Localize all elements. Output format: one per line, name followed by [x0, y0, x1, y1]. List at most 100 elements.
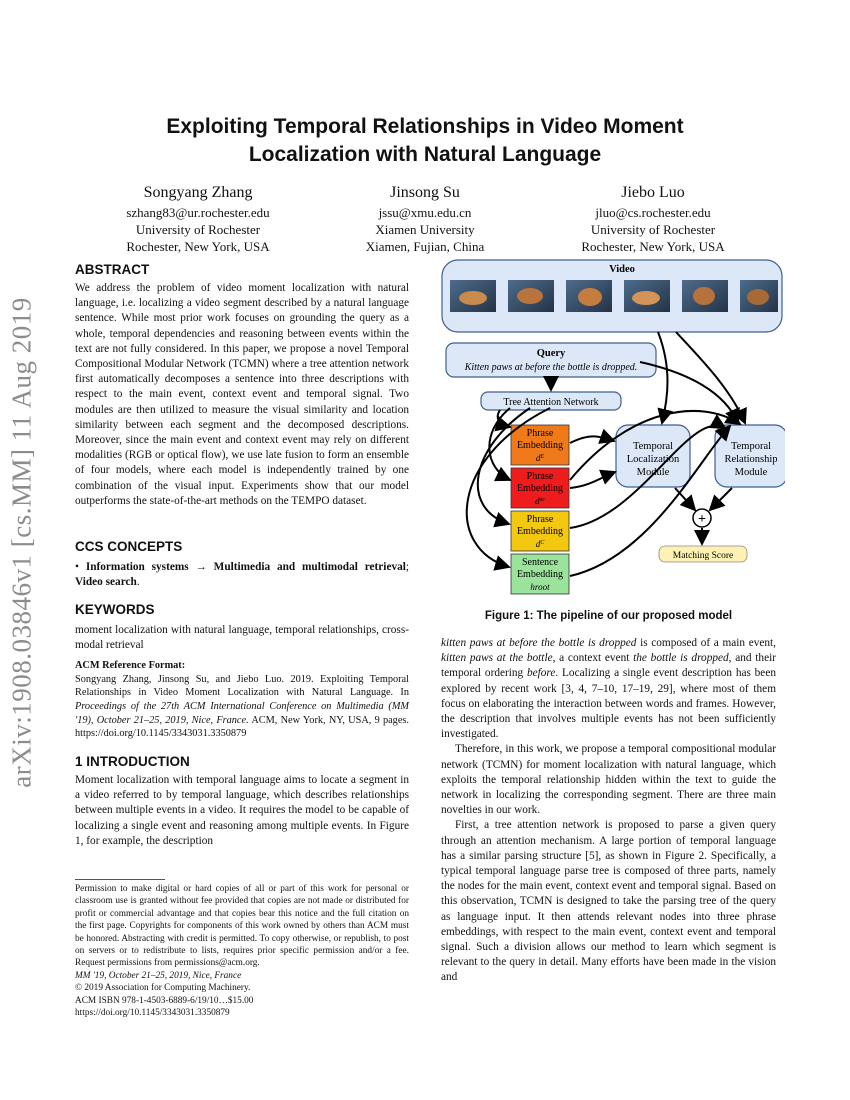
- title-line-1: Exploiting Temporal Relationships in Vid…: [166, 115, 684, 138]
- tlm-line-1: Temporal: [633, 441, 673, 452]
- author-location: Rochester, New York, USA: [581, 239, 725, 254]
- tlm-line-2: Localization: [627, 454, 680, 465]
- ccs-separator: ;: [405, 561, 410, 573]
- video-label: Video: [609, 264, 635, 275]
- ccs-item-2: Multimedia and multimodal retrieval: [213, 561, 406, 573]
- abstract-heading: ABSTRACT: [75, 262, 150, 277]
- acm-ref-text: Songyang Zhang, Jinsong Su, and Jiebo Lu…: [75, 673, 409, 742]
- author-block-3: Jiebo Luo jluo@cs.rochester.edu Universi…: [543, 182, 763, 255]
- author-location: Rochester, New York, USA: [126, 239, 270, 254]
- sentence-embedding: [510, 553, 570, 595]
- author-affiliation: University of Rochester: [590, 222, 716, 237]
- example-query: kitten paws at before the bottle is drop…: [441, 637, 637, 649]
- tlm-line-3: Module: [637, 467, 670, 478]
- embedding-label: Embedding: [517, 483, 563, 494]
- arrow-main-to-tlm: [569, 428, 616, 444]
- example-main-event: kitten paws at the bottle: [441, 652, 553, 665]
- paragraph-continuation: kitten paws at before the bottle is drop…: [441, 636, 776, 742]
- phrase-embedding-main: [510, 424, 570, 466]
- arrow-tree-to-temporal: [476, 407, 531, 528]
- acm-ref-proceedings: Proceedings of the 27th ACM Internationa…: [75, 700, 409, 726]
- sentence-label: Sentence: [522, 557, 559, 568]
- example-temporal-signal: before: [526, 667, 556, 680]
- trm-line-2: Relationship: [724, 454, 777, 465]
- arrow-tlm-to-sum: [674, 487, 697, 512]
- arrow-tree-to-sentence: [465, 407, 551, 571]
- permission-text: Permission to make digital or hard copie…: [75, 884, 409, 969]
- ccs-end: .: [136, 576, 140, 589]
- tree-attention-label: Tree Attention Network: [503, 397, 598, 408]
- introduction-section: 1 INTRODUCTION Moment localization with …: [75, 754, 409, 849]
- doi-line: https://doi.org/10.1145/3343031.3350879: [75, 1008, 230, 1019]
- abstract-section: ABSTRACT We address the problem of video…: [75, 262, 409, 509]
- video-frame-6: [740, 280, 778, 312]
- acm-reference: ACM Reference Format: Songyang Zhang, Ji…: [75, 659, 409, 741]
- author-block-2: Jinsong Su jssu@xmu.edu.cn Xiamen Univer…: [315, 182, 535, 255]
- query-label: Query: [537, 348, 566, 359]
- ccs-heading: CCS CONCEPTS: [75, 539, 183, 554]
- author-affiliation: Xiamen University: [375, 222, 475, 237]
- author-affiliation: University of Rochester: [135, 222, 261, 237]
- phrase-embedding-context: [510, 467, 570, 509]
- paragraph-2: Therefore, in this work, we propose a te…: [441, 743, 776, 817]
- author-name: Jinsong Su: [390, 184, 460, 201]
- isbn-line: ACM ISBN 978-1-4503-6889-6/19/10…$15.00: [75, 995, 254, 1006]
- author-block-1: Songyang Zhang szhang83@ur.rochester.edu…: [88, 182, 308, 255]
- ccs-section: CCS CONCEPTS • Information systems → Mul…: [75, 539, 409, 590]
- plus-symbol: +: [698, 512, 706, 527]
- copyright-line: © 2019 Association for Computing Machine…: [75, 983, 251, 994]
- query-text: Kitten paws at before the bottle is drop…: [464, 362, 638, 373]
- keywords-section: KEYWORDS moment localization with natura…: [75, 602, 409, 653]
- keywords-heading: KEYWORDS: [75, 602, 155, 617]
- text-span: , a context event: [552, 652, 634, 665]
- text-span: is composed of a main event,: [636, 637, 776, 649]
- right-column-text: kitten paws at before the bottle is drop…: [441, 636, 776, 986]
- h-root-symbol: hroot: [530, 582, 550, 592]
- venue-line: MM '19, October 21–25, 2019, Nice, Franc…: [75, 970, 242, 981]
- text-span: . Localizing a single event description …: [441, 667, 776, 741]
- trm-line-3: Module: [735, 467, 768, 478]
- temporal-relationship-module: [714, 424, 785, 488]
- title-line-2: Localization with Natural Language: [248, 143, 602, 166]
- arxiv-id: arXiv:1908.03846v1 [cs.MM] 11 Aug 2019: [6, 296, 37, 788]
- arxiv-stamp: arXiv:1908.03846v1 [cs.MM] 11 Aug 2019: [2, 272, 42, 812]
- video-frame-4: [624, 280, 670, 312]
- ccs-item-1: Information systems: [85, 561, 189, 573]
- phrase-label: Phrase: [527, 471, 554, 482]
- text-span: , and their temporal ordering: [441, 652, 776, 680]
- intro-heading: 1 INTRODUCTION: [75, 754, 190, 769]
- embedding-label: Embedding: [517, 569, 563, 580]
- d-main-symbol: dE: [536, 453, 545, 463]
- abstract-text: We address the problem of video moment l…: [75, 282, 409, 507]
- ccs-text: • Information systems → Multimedia and m…: [75, 560, 409, 590]
- arrow-video-to-tlm: [657, 331, 674, 425]
- author-email: szhang83@ur.rochester.edu: [126, 205, 270, 220]
- paragraph-3: First, a tree attention network is propo…: [441, 819, 776, 984]
- embedding-label: Embedding: [517, 440, 563, 451]
- arrow-trm-to-sum: [708, 487, 733, 512]
- intro-text: Moment localization with temporal langua…: [75, 774, 409, 847]
- figure-arrows: [465, 331, 747, 577]
- paper-title: Exploiting Temporal Relationships in Vid…: [60, 113, 790, 169]
- embedding-label: Embedding: [517, 526, 563, 537]
- arrow-context-to-tlm: [569, 469, 617, 489]
- ccs-item-3: Video search: [75, 576, 137, 589]
- sum-node: [692, 508, 712, 528]
- matching-score-box: [658, 545, 748, 563]
- footnote-rule: [75, 879, 165, 880]
- phrase-label: Phrase: [527, 514, 554, 525]
- author-location: Xiamen, Fujian, China: [365, 239, 485, 254]
- author-name: Songyang Zhang: [143, 184, 253, 201]
- video-frames: [450, 280, 778, 312]
- figure-caption: Figure 1: The pipeline of our proposed m…: [484, 610, 733, 622]
- tree-attention-box: [480, 391, 622, 411]
- acm-ref-heading: ACM Reference Format:: [75, 660, 186, 671]
- arrow-temporal-to-trm: [569, 414, 727, 529]
- video-frame-2: [508, 280, 554, 312]
- acm-ref-tail: ACM, New York, NY, USA, 9 pages. https:/…: [75, 714, 409, 740]
- author-email: jssu@xmu.edu.cn: [378, 205, 472, 220]
- phrase-label: Phrase: [527, 428, 554, 439]
- temporal-localization-module: [615, 424, 691, 488]
- arrow-sentence-to-trm: [569, 424, 732, 577]
- ccs-arrow: →: [195, 561, 207, 573]
